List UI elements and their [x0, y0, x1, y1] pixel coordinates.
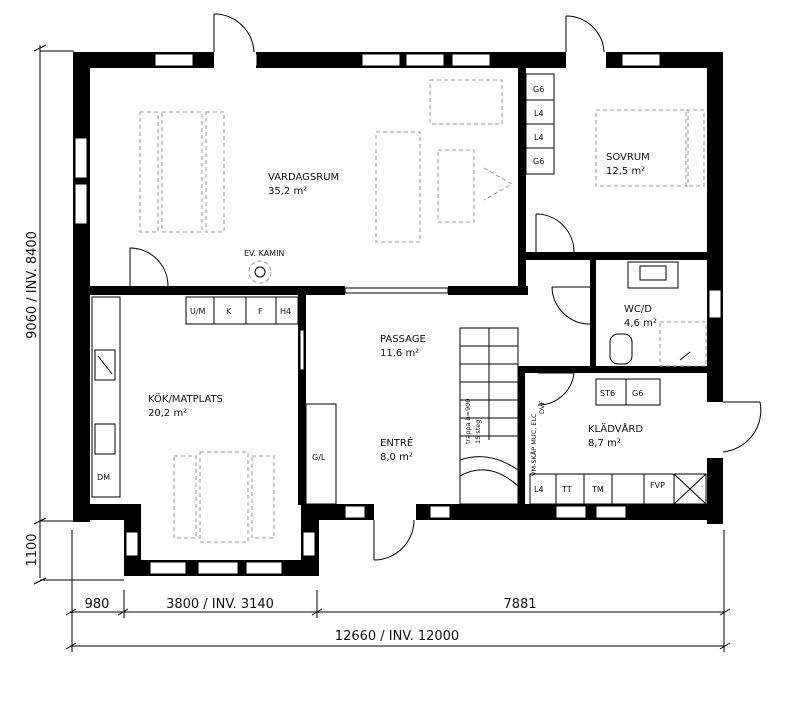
dim-seg3: 7881 [503, 597, 536, 612]
label-steg: 15 steg [474, 420, 482, 444]
room-vardagsrum-name: VARDAGSRUM [268, 172, 339, 183]
cabinet-entre-closet: G/L [312, 453, 326, 462]
room-vardagsrum-area: 35,2 m² [268, 186, 307, 197]
dim-seg2: 3800 / INV. 3140 [166, 597, 274, 612]
room-passage-area: 11,6 m² [380, 348, 419, 359]
room-kok-name: KÖK/MATPLATS [148, 392, 223, 405]
doors [129, 13, 762, 561]
room-kladvard-name: KLÄDVÅRD [588, 422, 643, 435]
room-entre-name: ENTRÉ [380, 436, 413, 449]
bathroom-fixtures [609, 261, 691, 365]
cabinet-kok-top-2: K [226, 307, 232, 316]
cabinet-kok-top-4: H4 [280, 307, 291, 316]
label-dvf: DVF [538, 401, 546, 414]
cabinet-kladvard-top-1: ST6 [600, 389, 615, 398]
room-sovrum-name: SOVRUM [606, 152, 650, 163]
room-entre-area: 8,0 m² [380, 452, 413, 463]
cabinet-sovrum-4: G6 [533, 157, 544, 166]
fireplace-icon [248, 260, 272, 284]
dim-width-total: 12660 / INV. 12000 [335, 629, 459, 644]
room-passage-name: PASSAGE [380, 334, 426, 345]
cabinet-sovrum-3: L4 [534, 133, 544, 142]
label-kamin: EV. KAMIN [244, 249, 284, 258]
cabinet-kok-side: DM [97, 473, 110, 482]
room-kladvard-area: 8,7 m² [588, 438, 621, 449]
label-trappa: trappa b=900 [464, 399, 472, 444]
label-vmskap: VM-SKÅP MUC, ELC [529, 413, 538, 476]
dim-height-lower: 1100 [25, 533, 40, 566]
room-kok-area: 20,2 m² [148, 408, 187, 419]
cabinet-kladvard-bottom-3: TM [591, 485, 604, 494]
cabinet-kladvard-bottom-4: FVP [650, 481, 665, 490]
cabinet-kladvard-bottom-2: TT [561, 485, 572, 494]
cabinet-kladvard-top-2: G6 [632, 389, 643, 398]
staircase [459, 327, 519, 505]
dim-seg1: 980 [85, 597, 110, 612]
cabinet-sovrum-1: G6 [533, 85, 544, 94]
dim-height-total: 9060 / INV. 8400 [25, 231, 40, 339]
room-wcd-name: WC/D [624, 304, 652, 315]
windows [74, 53, 722, 575]
dimension-lines [33, 44, 731, 652]
cabinet-kok-top-3: F [258, 307, 263, 316]
cabinet-sovrum-2: L4 [534, 109, 544, 118]
room-wcd-area: 4,6 m² [624, 318, 657, 329]
cabinet-kok-top-1: U/M [190, 307, 206, 316]
cabinet-kladvard-bottom-1: L4 [534, 485, 544, 494]
room-sovrum-area: 12,5 m² [606, 166, 645, 177]
interior-walls [90, 68, 716, 509]
kitchen-fixtures [91, 73, 707, 505]
